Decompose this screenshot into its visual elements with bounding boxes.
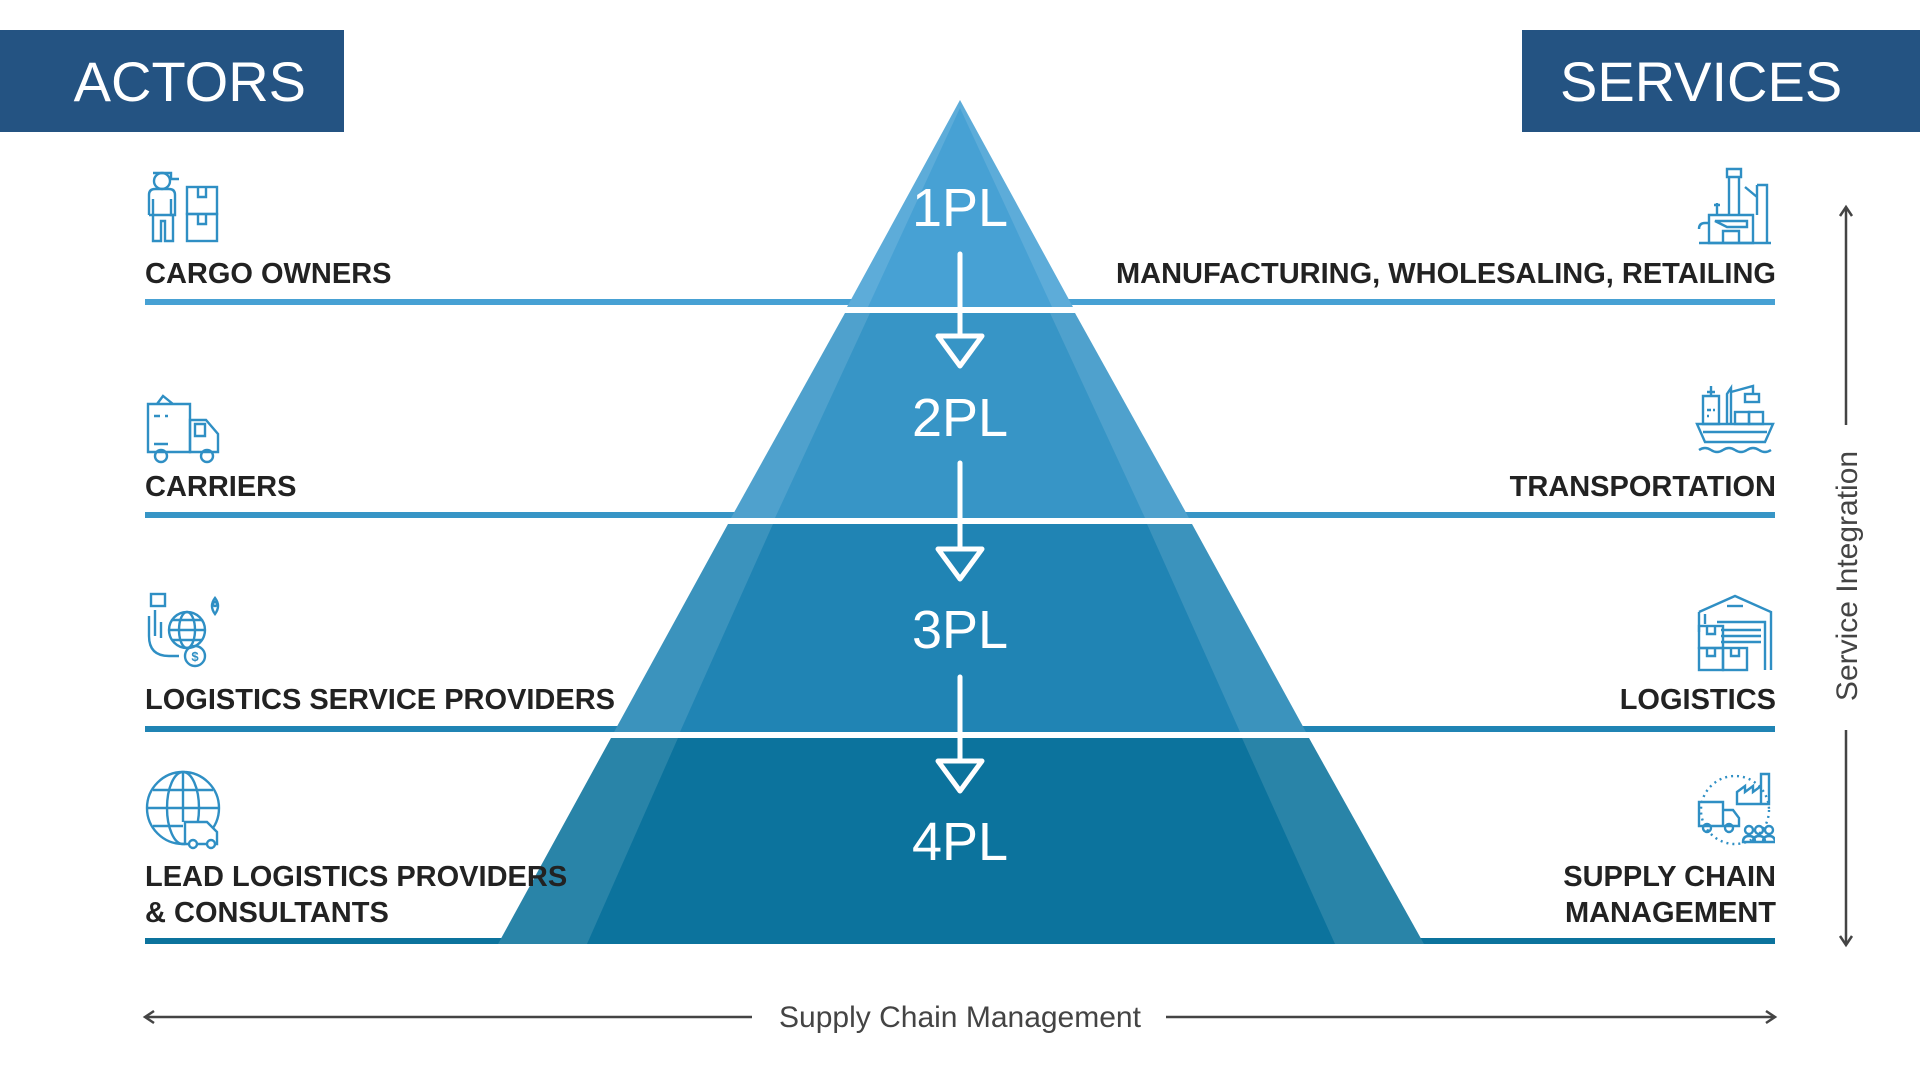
warehouse-icon [1697,594,1773,672]
tier-4PL-highlight-right [1242,738,1424,944]
arrow-2PL-to-3PL [935,460,985,582]
tier-1PL [847,100,1073,307]
supply-chain-axis [142,1009,1778,1025]
tier-3PL [614,524,1306,732]
tier-1PL-highlight-left [847,100,960,307]
tier-label-1PL: 1PL [912,178,1008,238]
tier-4PL [498,738,1424,944]
supply-chain-cycle-icon [1697,772,1775,846]
tier-4PL-highlight-left [498,738,678,944]
truck-icon [146,394,220,464]
tier-3PL-highlight-right [1147,524,1306,732]
svg-text:$: $ [191,649,199,664]
actor-label-lead-logistics-providers: LEAD LOGISTICS PROVIDERS & CONSULTANTS [145,859,567,931]
tier-label-3PL: 3PL [912,600,1008,660]
service-label-transportation: TRANSPORTATION [1509,471,1776,503]
tier-1PL-highlight-right [960,100,1073,307]
factory-icon [1697,167,1771,245]
cargo-ship-icon [1695,384,1775,454]
tier-label-2PL: 2PL [912,388,1008,448]
globe-van-icon [145,770,221,850]
supply-chain-label: Supply Chain Management [779,1001,1142,1034]
actor-label-logistics-service-providers: LOGISTICS SERVICE PROVIDERS [145,684,616,716]
actors-header: ACTORS [0,30,344,132]
worker-boxes-icon [147,171,219,243]
actor-label-line-2: & CONSULTANTS [145,897,389,929]
service-label-supply-chain-management: SUPPLY CHAIN MANAGEMENT [1563,859,1776,931]
tier-2PL-highlight-left [731,313,870,518]
service-label-logistics: LOGISTICS [1619,684,1776,716]
actor-label-cargo-owners: CARGO OWNERS [145,258,392,290]
actor-label-carriers: CARRIERS [145,471,297,503]
tier-2PL [731,313,1189,518]
service-label-line-1: SUPPLY CHAIN [1563,861,1776,893]
service-label-manufacturing: MANUFACTURING, WHOLESALING, RETAILING [1116,258,1776,290]
service-label-line-2: MANAGEMENT [1564,897,1776,929]
arrow-1PL-to-2PL [935,251,985,369]
arrow-3PL-to-4PL [935,674,985,794]
flow-arrows [935,251,985,794]
tier-2PL-highlight-right [1050,313,1189,518]
service-integration-label: Service Integration [1831,451,1864,701]
hand-globe-dollar-icon: $ [147,592,220,668]
tier-3PL-highlight-left [614,524,773,732]
tier-label-4PL: 4PL [912,812,1008,872]
services-header: SERVICES [1522,30,1920,132]
service-integration-axis [1838,204,1854,948]
actor-label-line-1: LEAD LOGISTICS PROVIDERS [145,861,568,893]
